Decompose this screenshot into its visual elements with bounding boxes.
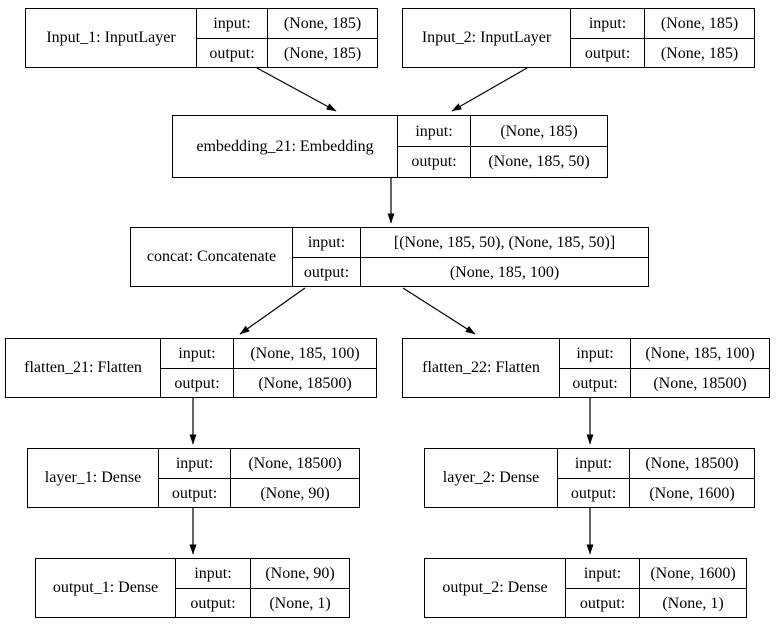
input-shape-value: (None, 185, 100) <box>234 339 376 369</box>
output-shape-value: (None, 1) <box>269 595 331 612</box>
input-shape-value: (None, 185) <box>471 116 607 147</box>
output-row-label: output: <box>171 485 218 502</box>
output-row-label: output: <box>570 485 617 502</box>
layer-name-label: flatten_21: Flatten <box>6 339 161 397</box>
node-output-1: output_1: Dense input: output: (None, 90… <box>35 558 350 618</box>
node-output-2: output_2: Dense input: output: (None, 16… <box>424 558 747 618</box>
output-row-label: output: <box>190 595 236 612</box>
node-flatten-22: flatten_22: Flatten input: output: (None… <box>402 338 770 398</box>
layer-name-label: layer_1: Dense <box>28 449 159 507</box>
input-shape-value: (None, 1600) <box>640 559 746 589</box>
input-shape-value: (None, 185) <box>268 9 377 39</box>
input-row-label: input: <box>176 559 250 589</box>
input-shape-value: (None, 18500) <box>231 449 359 479</box>
layer-name-label: embedding_21: Embedding <box>173 116 398 177</box>
input-row-label: input: <box>560 339 630 369</box>
input-shape-value: (None, 18500) <box>630 449 754 479</box>
layer-name-label: Input_1: InputLayer <box>26 9 197 67</box>
layer-name-label: Input_2: InputLayer <box>403 9 571 67</box>
node-flatten-21: flatten_21: Flatten input: output: (None… <box>5 338 377 398</box>
input-shape-value: (None, 185) <box>645 9 754 39</box>
input-row-label: input: <box>161 339 233 369</box>
input-row-label: input: <box>571 9 644 39</box>
layer-name-label: flatten_22: Flatten <box>403 339 560 397</box>
output-shape-value: (None, 1) <box>662 595 724 612</box>
output-shape-value: (None, 18500) <box>653 375 747 392</box>
edge-input-1-to-embedding-21 <box>256 67 337 112</box>
edge-input-2-to-embedding-21 <box>451 67 528 112</box>
output-shape-value: (None, 90) <box>260 485 330 502</box>
node-layer-1: layer_1: Dense input: output: (None, 185… <box>27 448 360 508</box>
node-input-1: Input_1: InputLayer input: output: (None… <box>25 8 378 68</box>
output-shape-value: (None, 185) <box>283 45 362 62</box>
node-concat: concat: Concatenate input: output: [(Non… <box>130 227 649 287</box>
node-embedding-21: embedding_21: Embedding input: output: (… <box>172 115 608 178</box>
input-row-label: input: <box>558 449 629 479</box>
input-shape-value: (None, 90) <box>251 559 349 589</box>
node-layer-2: layer_2: Dense input: output: (None, 185… <box>424 448 755 508</box>
layer-name-label: output_2: Dense <box>425 559 566 617</box>
input-row-label: input: <box>197 9 267 39</box>
output-shape-value: (None, 185, 50) <box>488 153 590 170</box>
layer-name-label: concat: Concatenate <box>131 228 293 286</box>
input-row-label: input: <box>398 116 470 147</box>
output-shape-value: (None, 185, 100) <box>449 264 560 281</box>
input-shape-value: [(None, 185, 50), (None, 185, 50)] <box>361 228 648 258</box>
input-shape-value: (None, 185, 100) <box>631 339 769 369</box>
layer-name-label: output_1: Dense <box>36 559 176 617</box>
output-row-label: output: <box>572 375 618 392</box>
output-row-label: output: <box>579 595 626 612</box>
output-row-label: output: <box>411 153 457 170</box>
output-shape-value: (None, 1600) <box>649 485 735 502</box>
output-shape-value: (None, 18500) <box>258 375 352 392</box>
input-row-label: input: <box>293 228 360 258</box>
edge-concat-to-flatten-21 <box>239 287 306 335</box>
layer-name-label: layer_2: Dense <box>425 449 558 507</box>
output-shape-value: (None, 185) <box>660 45 739 62</box>
output-row-label: output: <box>174 375 220 392</box>
node-input-2: Input_2: InputLayer input: output: (None… <box>402 8 755 68</box>
input-row-label: input: <box>566 559 639 589</box>
output-row-label: output: <box>584 45 631 62</box>
input-row-label: input: <box>159 449 230 479</box>
edge-concat-to-flatten-22 <box>402 287 476 335</box>
output-row-label: output: <box>209 45 255 62</box>
output-row-label: output: <box>303 264 350 281</box>
